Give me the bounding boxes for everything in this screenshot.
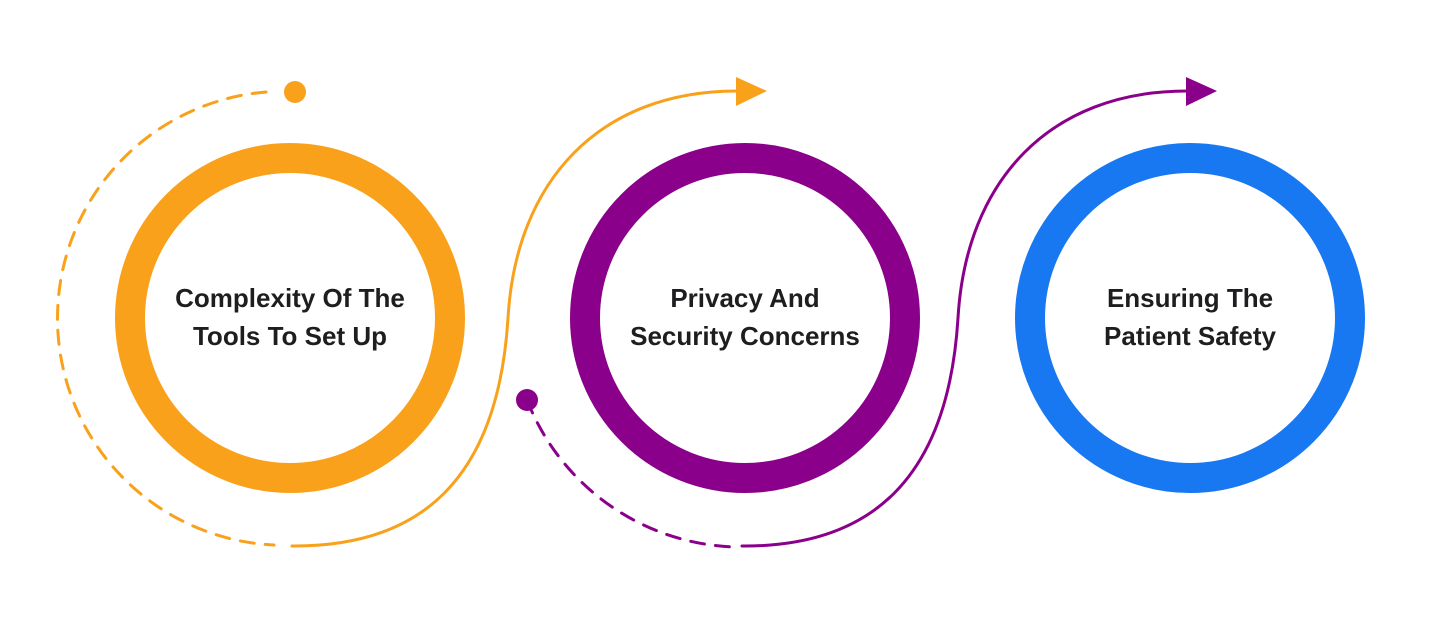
step1-to-step2-connector [290, 89, 739, 548]
step1-to-step2-arrowhead-icon [736, 77, 767, 106]
step2-dashed-arc [525, 398, 737, 549]
step1-label: Complexity Of The Tools To Set Up [175, 283, 405, 351]
step3-circle [1015, 143, 1365, 493]
step1-start-dot-icon [284, 81, 306, 103]
step2-label: Privacy And Security Concerns [630, 283, 860, 351]
step2-to-step3-connector [740, 89, 1189, 548]
step2-to-step3-arrowhead-icon [1186, 77, 1217, 106]
step1-circle [115, 143, 465, 493]
step2-circle [570, 143, 920, 493]
step3-label: Ensuring The Patient Safety [1104, 283, 1276, 351]
step1-dashed-arc [56, 90, 276, 547]
